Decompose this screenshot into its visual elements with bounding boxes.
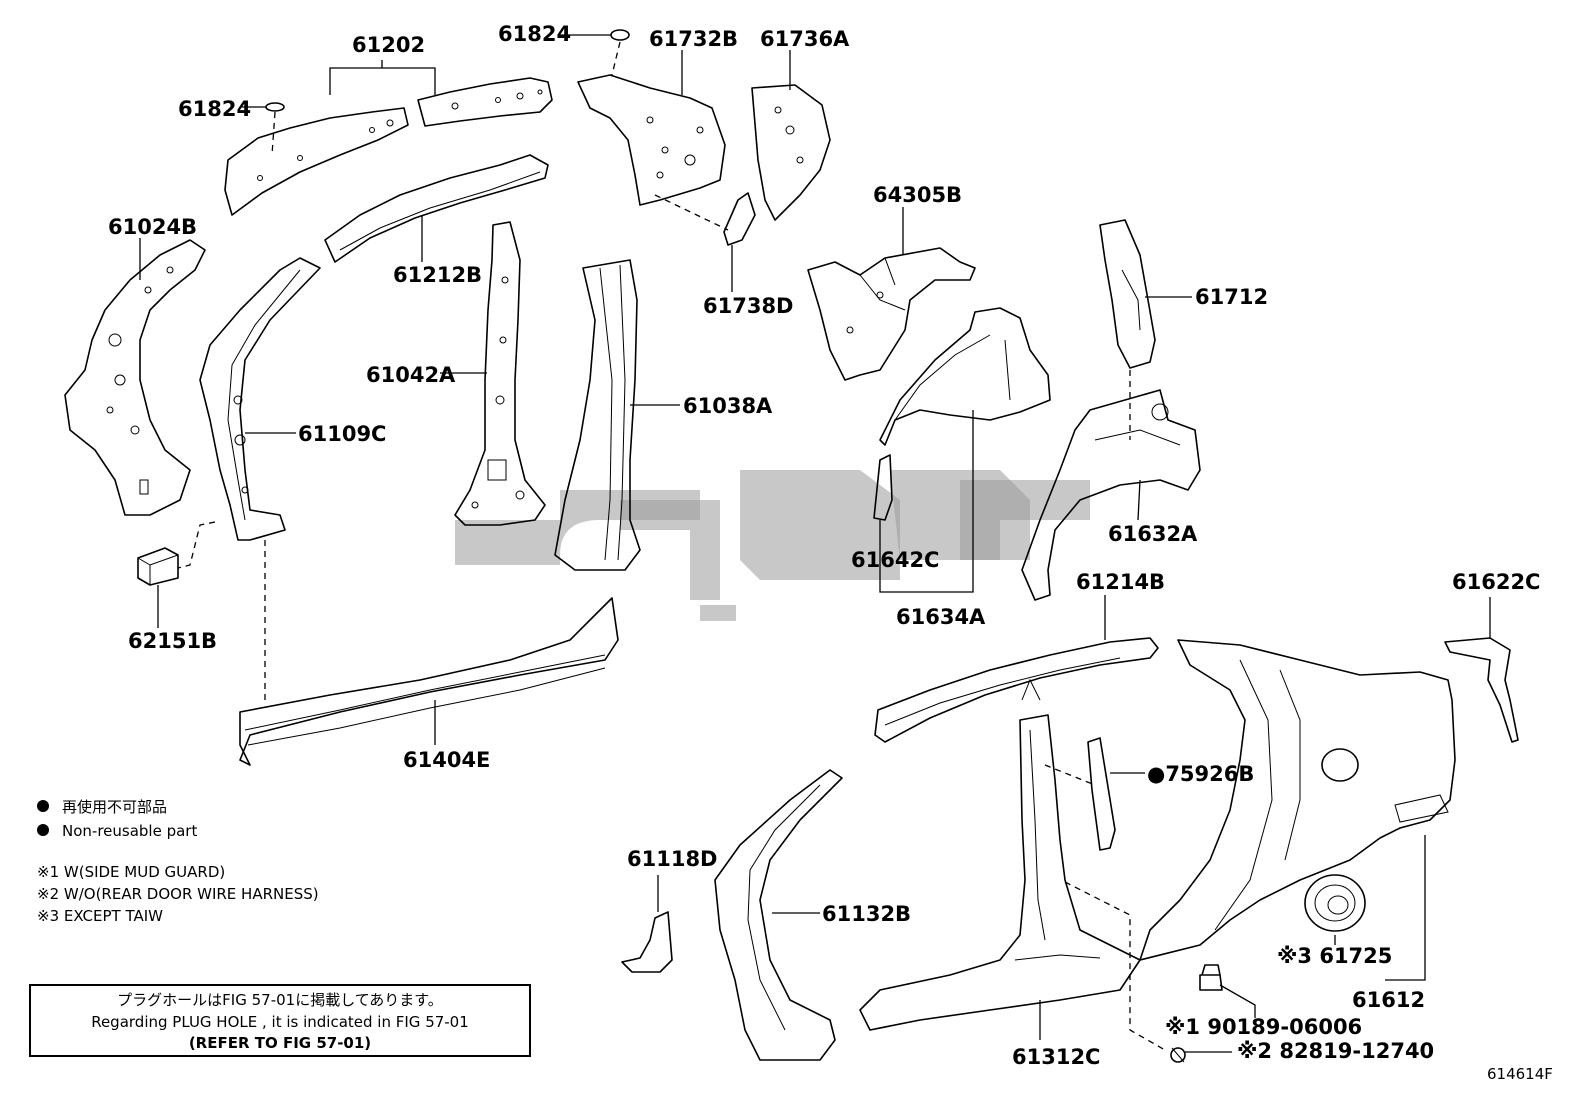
- part-82819-12740: [1170, 1047, 1186, 1063]
- label-61214B[interactable]: 61214B: [1076, 570, 1165, 594]
- note-line-2: Regarding PLUG HOLE , it is indicated in…: [91, 1013, 469, 1031]
- bullet-icon: [37, 824, 49, 836]
- label-61622C[interactable]: 61622C: [1452, 570, 1540, 594]
- part-61824-top: [610, 29, 630, 41]
- leader-lines: [139, 34, 1491, 1053]
- part-61404E: [239, 597, 619, 766]
- legend-note-1: ※1 W(SIDE MUD GUARD): [37, 863, 225, 881]
- part-61024B: [64, 239, 206, 516]
- part-61622C: [1444, 637, 1519, 743]
- part-61725: [1304, 874, 1366, 932]
- label-61024B[interactable]: 61024B: [108, 215, 197, 239]
- figure-id: 614614F: [1487, 1065, 1553, 1083]
- label-61712[interactable]: 61712: [1195, 285, 1268, 309]
- label-61824-left[interactable]: 61824: [178, 97, 251, 121]
- part-61824-left: [265, 102, 285, 112]
- watermark-logo: [455, 470, 1090, 621]
- bullet-icon: [37, 800, 49, 812]
- part-61214B: [874, 637, 1159, 743]
- label-61612[interactable]: 61612: [1352, 988, 1425, 1012]
- part-61736A: [751, 84, 831, 221]
- part-62151B: [137, 547, 179, 586]
- label-62151B[interactable]: 62151B: [128, 629, 217, 653]
- label-61725[interactable]: ※3 61725: [1277, 944, 1392, 968]
- part-61202: [224, 77, 553, 216]
- label-61634A[interactable]: 61634A: [896, 605, 986, 629]
- legend-en: Non-reusable part: [62, 822, 197, 840]
- part-61118D: [621, 911, 673, 973]
- part-61642C: [873, 454, 893, 521]
- label-82819-12740[interactable]: ※2 82819-12740: [1237, 1039, 1434, 1063]
- part-61738D: [723, 192, 756, 246]
- label-90189-06006[interactable]: ※1 90189-06006: [1165, 1015, 1362, 1039]
- label-61738D[interactable]: 61738D: [703, 294, 794, 318]
- note-line-3: (REFER TO FIG 57-01): [189, 1034, 371, 1052]
- label-64305B[interactable]: 64305B: [873, 183, 962, 207]
- label-61132B[interactable]: 61132B: [822, 902, 911, 926]
- label-61404E[interactable]: 61404E: [403, 748, 490, 772]
- part-61632A: [1021, 389, 1201, 601]
- legend-note-3: ※3 EXCEPT TAIW: [37, 907, 163, 925]
- part-61312C: [859, 678, 1141, 1031]
- part-75926B: [1087, 737, 1116, 851]
- legend-note-2: ※2 W/O(REAR DOOR WIRE HARNESS): [37, 885, 319, 903]
- part-61132B: [714, 769, 843, 1061]
- label-61202[interactable]: 61202: [352, 33, 425, 57]
- part-61634A: [879, 307, 1051, 446]
- part-61109C: [199, 257, 321, 541]
- part-61732B: [577, 74, 726, 206]
- label-61632A[interactable]: 61632A: [1108, 522, 1198, 546]
- label-61824-top[interactable]: 61824: [498, 22, 571, 46]
- label-61038A[interactable]: 61038A: [683, 394, 773, 418]
- part-61212B: [324, 154, 549, 263]
- legend: 再使用不可部品 Non-reusable part ※1 W(SIDE MUD …: [37, 798, 319, 925]
- part-61038A: [554, 259, 641, 571]
- part-61042A: [454, 221, 546, 526]
- label-61042A[interactable]: 61042A: [366, 363, 456, 387]
- part-90189-06006: [1199, 964, 1223, 991]
- label-61212B[interactable]: 61212B: [393, 263, 482, 287]
- label-61642C[interactable]: 61642C: [851, 548, 939, 572]
- legend-jp: 再使用不可部品: [62, 798, 167, 816]
- label-61109C[interactable]: 61109C: [298, 422, 386, 446]
- note-line-1: プラグホールはFIG 57-01に掲載してあります。: [117, 991, 443, 1009]
- part-61612: [1139, 639, 1456, 961]
- label-61312C[interactable]: 61312C: [1012, 1045, 1100, 1069]
- part-64305B: [807, 247, 976, 381]
- label-61118D[interactable]: 61118D: [627, 847, 718, 871]
- plug-hole-note-box: プラグホールはFIG 57-01に掲載してあります。 Regarding PLU…: [29, 984, 531, 1057]
- part-61712: [1099, 219, 1156, 369]
- part-labels: 61202 61824 61824 61732B 61736A 61024B 6…: [108, 22, 1540, 1069]
- label-61732B[interactable]: 61732B: [649, 27, 738, 51]
- label-75926B[interactable]: ●75926B: [1147, 762, 1254, 786]
- label-61736A[interactable]: 61736A: [760, 27, 850, 51]
